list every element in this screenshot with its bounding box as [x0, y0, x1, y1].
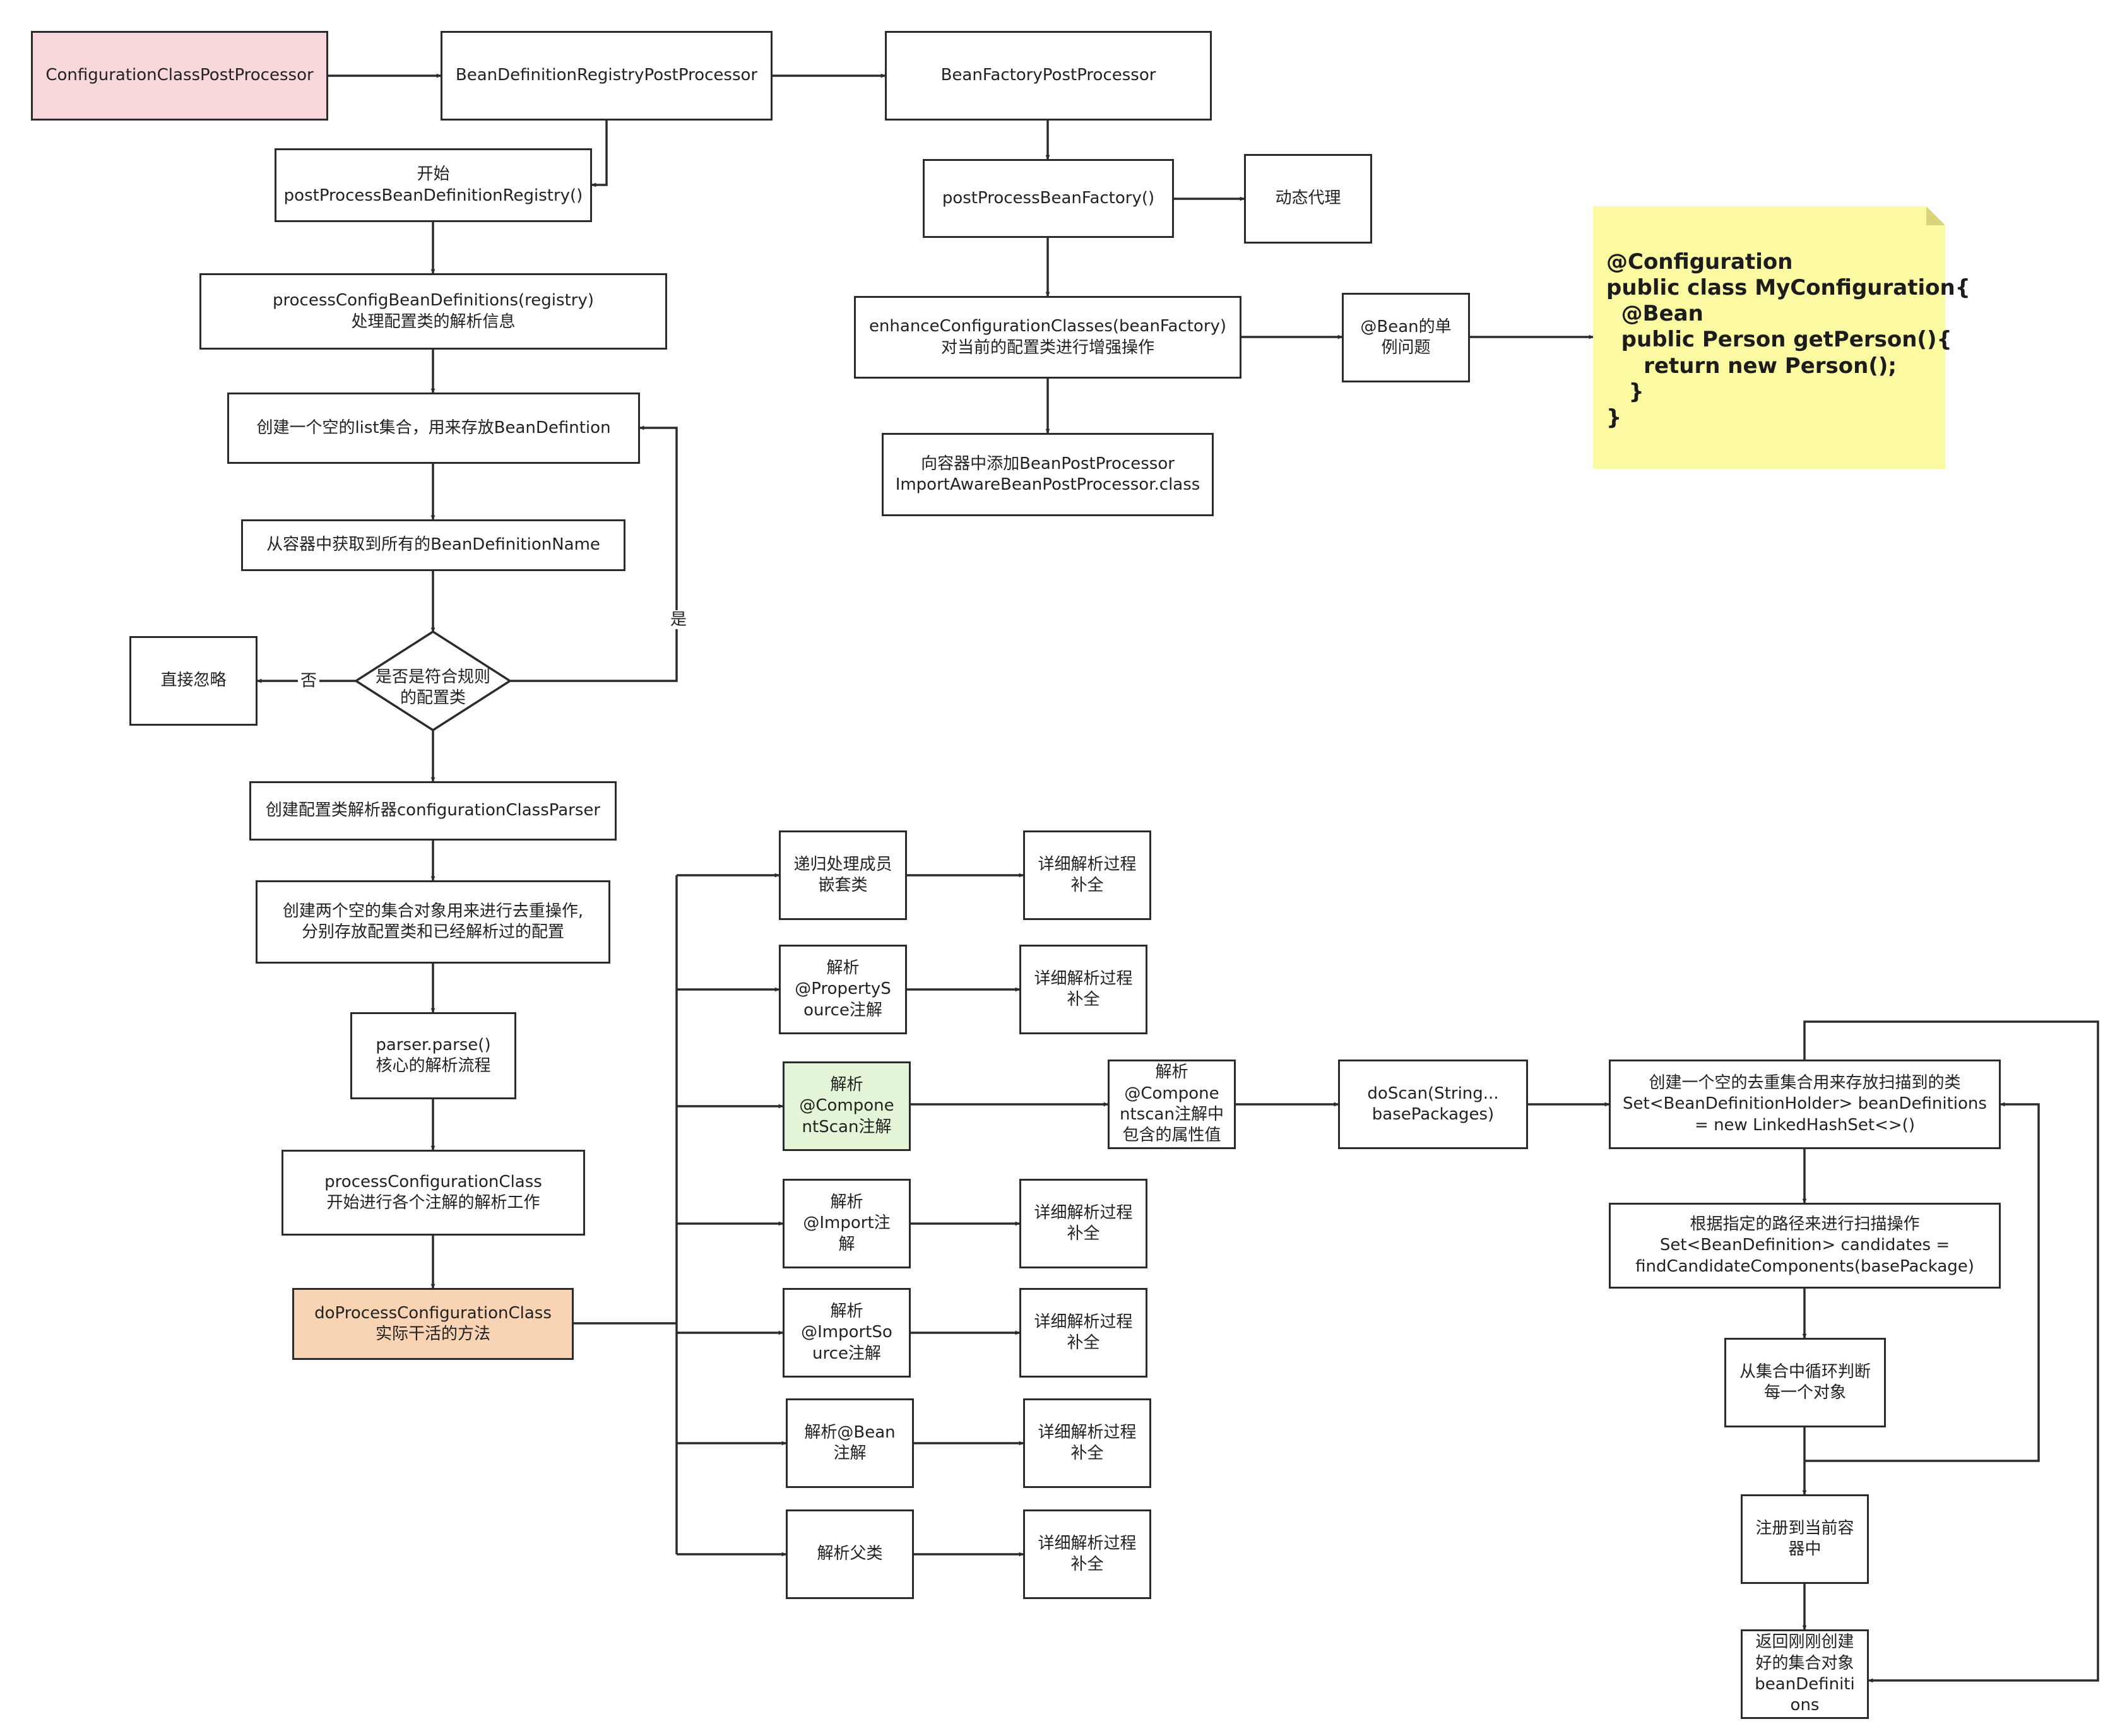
import-resource-node[interactable]: 解析 @ImportSo urce注解: [783, 1288, 911, 1378]
edge-createset-top-to-return: [1803, 1020, 2099, 1683]
register-node[interactable]: 注册到当前容 器中: [1741, 1494, 1869, 1584]
parser-parse-node[interactable]: parser.parse() 核心的解析流程: [350, 1012, 516, 1099]
process-config-bd-node[interactable]: processConfigBeanDefinitions(registry) 处…: [199, 273, 667, 350]
bean-anno-node[interactable]: 解析@Bean 注解: [786, 1398, 914, 1488]
detail-node-6[interactable]: 详细解析过程 补全: [1023, 1398, 1151, 1488]
edge-label-yes: 是: [668, 610, 690, 629]
enhance-node[interactable]: enhanceConfigurationClasses(beanFactory)…: [854, 296, 1241, 379]
edge-bdrpp-to-start: [591, 121, 608, 187]
edge-decision-yes-loop: [510, 425, 678, 682]
bdr-post-processor-node[interactable]: BeanDefinitionRegistryPostProcessor: [441, 31, 773, 121]
return-set-node[interactable]: 返回刚刚创建 好的集合对象 beanDefiniti ons: [1741, 1629, 1869, 1719]
import-anno-node[interactable]: 解析 @Import注 解: [783, 1179, 911, 1268]
add-bpp-node[interactable]: 向容器中添加BeanPostProcessor ImportAwareBeanP…: [882, 433, 1214, 516]
parse-cs-attrs-node[interactable]: 解析 @Compone ntscan注解中 包含的属性值: [1108, 1060, 1236, 1149]
edge-loop-back-to-createset: [1804, 1102, 2040, 1462]
component-scan-node[interactable]: 解析 @Compone ntScan注解: [783, 1061, 911, 1151]
create-parser-node[interactable]: 创建配置类解析器configurationClassParser: [249, 781, 617, 841]
decision-diamond: [353, 630, 512, 732]
detail-node-4[interactable]: 详细解析过程 补全: [1019, 1179, 1147, 1268]
config-class-post-processor-node[interactable]: ConfigurationClassPostProcessor: [31, 31, 328, 121]
bf-post-processor-node[interactable]: BeanFactoryPostProcessor: [885, 31, 1212, 121]
start-ppbdr-node[interactable]: 开始 postProcessBeanDefinitionRegistry(): [275, 148, 592, 222]
create-list-node[interactable]: 创建一个空的list集合，用来存放BeanDefintion: [227, 393, 640, 464]
edge-label-no: 否: [298, 671, 320, 690]
code-snippet: @Configuration public class MyConfigurat…: [1606, 249, 1970, 430]
ppbf-node[interactable]: postProcessBeanFactory(): [923, 159, 1174, 238]
do-process-config-class-node[interactable]: doProcessConfigurationClass 实际干活的方法: [292, 1288, 574, 1360]
detail-node-5[interactable]: 详细解析过程 补全: [1019, 1288, 1147, 1378]
ignore-node[interactable]: 直接忽略: [129, 636, 258, 726]
decision-text: 是否是符合规则 的配置类: [375, 667, 490, 707]
find-candidates-node[interactable]: 根据指定的路径来进行扫描操作 Set<BeanDefinition> candi…: [1609, 1203, 2001, 1289]
create-set-node[interactable]: 创建一个空的去重集合用来存放扫描到的类 Set<BeanDefinitionHo…: [1609, 1060, 2001, 1149]
do-scan-node[interactable]: doScan(String... basePackages): [1338, 1060, 1528, 1149]
loop-judge-node[interactable]: 从集合中循环判断 每一个对象: [1724, 1338, 1886, 1427]
detail-node-2[interactable]: 详细解析过程 补全: [1019, 945, 1147, 1034]
detail-node-7[interactable]: 详细解析过程 补全: [1023, 1509, 1151, 1599]
property-source-node[interactable]: 解析 @PropertyS ource注解: [779, 945, 907, 1034]
create-two-sets-node[interactable]: 创建两个空的集合对象用来进行去重操作, 分别存放配置类和已经解析过的配置: [256, 880, 610, 964]
detail-node-1[interactable]: 详细解析过程 补全: [1023, 830, 1151, 920]
process-config-class-node[interactable]: processConfigurationClass 开始进行各个注解的解析工作: [281, 1150, 585, 1236]
bean-singleton-node[interactable]: @Bean的单 例问题: [1342, 293, 1470, 382]
parent-class-node[interactable]: 解析父类: [786, 1509, 914, 1599]
get-bd-names-node[interactable]: 从容器中获取到所有的BeanDefinitionName: [241, 519, 625, 571]
code-sticky-note: [1593, 206, 1945, 469]
dynamic-proxy-node[interactable]: 动态代理: [1244, 154, 1372, 244]
nested-classes-node[interactable]: 递归处理成员 嵌套类: [779, 830, 907, 920]
